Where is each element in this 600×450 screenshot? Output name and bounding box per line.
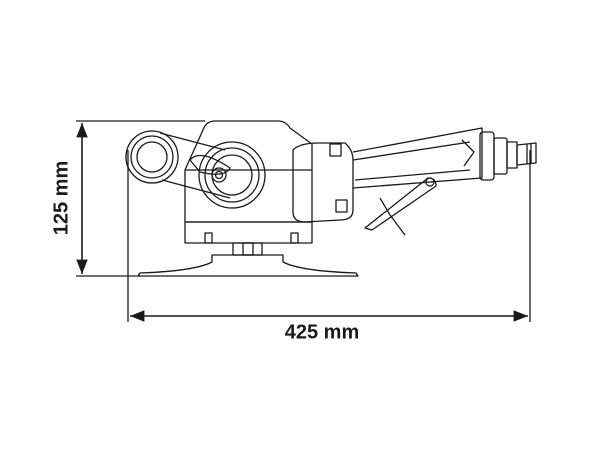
side-handle	[125, 130, 231, 199]
height-dimension-label: 125 mm	[50, 160, 73, 236]
height-dimension	[76, 120, 205, 277]
tool-body	[184, 120, 313, 244]
trigger-lever	[364, 177, 437, 236]
width-dimension-label: 425 mm	[284, 321, 360, 344]
sanding-pad	[137, 242, 359, 277]
width-dimension	[127, 150, 531, 322]
motor-handle	[292, 127, 537, 223]
